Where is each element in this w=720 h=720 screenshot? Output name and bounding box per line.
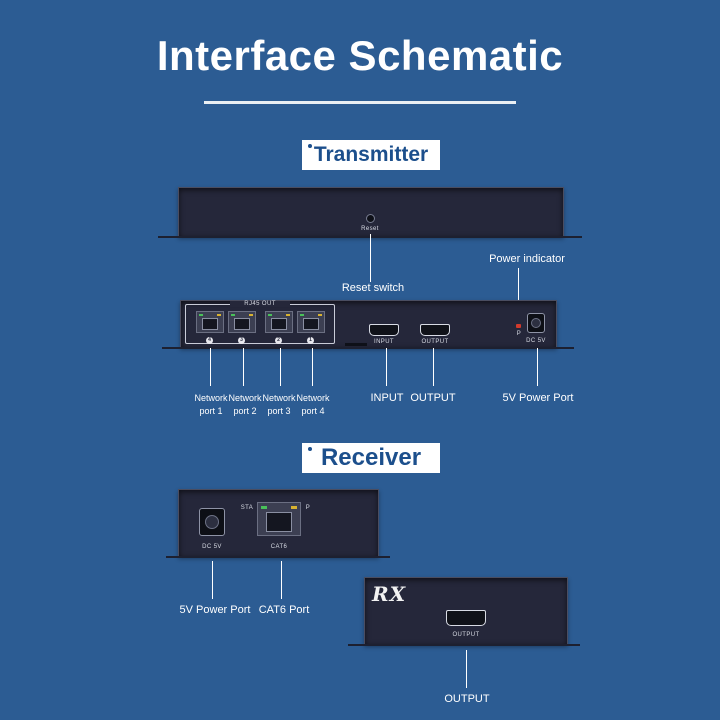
cat6-socket bbox=[266, 512, 292, 532]
rj45-jack bbox=[265, 311, 293, 333]
output-callout-line bbox=[433, 348, 434, 386]
port-number-badge: 1 bbox=[307, 337, 314, 344]
receiver-hdmi-output-label: OUTPUT bbox=[452, 632, 480, 638]
receiver-power-callout-line bbox=[212, 561, 213, 599]
receiver-power-port-callout: 5V Power Port bbox=[179, 604, 251, 616]
power-indicator-led bbox=[516, 324, 521, 328]
network-port-2-callout: Network port 2 bbox=[224, 392, 266, 418]
port-number-badge: 4 bbox=[206, 337, 213, 344]
dc-jack-pin bbox=[531, 318, 541, 328]
page-title: Interface Schematic bbox=[156, 32, 564, 79]
rj45-led-yellow bbox=[217, 314, 221, 316]
power-led-label: P bbox=[516, 331, 522, 337]
cat6-led-yellow bbox=[291, 506, 297, 509]
rj45-led-yellow bbox=[286, 314, 290, 316]
receiver-hdmi-output-port bbox=[446, 610, 486, 626]
sta-label: STA bbox=[240, 505, 254, 511]
rj45-led-green bbox=[268, 314, 272, 316]
transmitter-top-view bbox=[178, 187, 564, 237]
rx-logo: RX bbox=[372, 582, 407, 606]
port-number-badge: 2 bbox=[275, 337, 282, 344]
port2-callout-line bbox=[243, 348, 244, 386]
reset-callout-line bbox=[370, 234, 371, 282]
transmitter-badge-label: Transmitter bbox=[313, 143, 429, 166]
badge-dot bbox=[308, 447, 312, 451]
reset-button-hole bbox=[366, 214, 375, 223]
receiver-output-callout: OUTPUT bbox=[444, 693, 490, 705]
hdmi-input-port bbox=[369, 324, 399, 336]
p-label: P bbox=[305, 505, 311, 511]
transmitter-badge: Transmitter bbox=[302, 140, 440, 170]
receiver-front-shelf bbox=[166, 556, 390, 558]
cat6-led-green bbox=[261, 506, 267, 509]
input-callout-line bbox=[386, 348, 387, 386]
rj45-socket bbox=[303, 318, 319, 330]
dc-jack-pin bbox=[205, 515, 219, 529]
network-port-3-callout: Network port 3 bbox=[258, 392, 300, 418]
rj45-led-green bbox=[231, 314, 235, 316]
port4-callout-line bbox=[312, 348, 313, 386]
transmitter-front-shelf bbox=[162, 347, 574, 349]
network-port-4-callout: Network port 4 bbox=[292, 392, 334, 418]
panel-slot bbox=[345, 343, 367, 346]
power-indicator-callout: Power indicator bbox=[489, 253, 565, 265]
callout-line2: port 4 bbox=[301, 406, 325, 416]
power-port-callout-line bbox=[537, 348, 538, 386]
badge-dot bbox=[308, 144, 312, 148]
port3-callout-line bbox=[280, 348, 281, 386]
cat6-callout-line bbox=[281, 561, 282, 599]
dc-power-jack bbox=[527, 313, 545, 333]
rj45-socket bbox=[202, 318, 218, 330]
callout-line1: Network bbox=[262, 393, 296, 403]
callout-line1: Network bbox=[194, 393, 228, 403]
rj45-socket bbox=[234, 318, 250, 330]
rj45-out-label: RJ45 OUT bbox=[230, 301, 290, 307]
network-port-1-callout: Network port 1 bbox=[190, 392, 232, 418]
title-underline bbox=[204, 101, 516, 104]
transmitter-power-port-callout: 5V Power Port bbox=[502, 392, 574, 404]
receiver-dc-jack bbox=[199, 508, 225, 536]
receiver-badge: Receiver bbox=[302, 443, 440, 473]
rj45-led-yellow bbox=[318, 314, 322, 316]
port-number-badge: 3 bbox=[238, 337, 245, 344]
power-indicator-line bbox=[518, 268, 519, 324]
hdmi-output-port bbox=[420, 324, 450, 336]
rj45-jack bbox=[297, 311, 325, 333]
reset-label: Reset bbox=[361, 226, 379, 232]
rj45-led-yellow bbox=[249, 314, 253, 316]
reset-switch-callout: Reset switch bbox=[341, 282, 405, 294]
receiver-rear-shelf bbox=[348, 644, 580, 646]
rj45-socket bbox=[271, 318, 287, 330]
receiver-badge-label: Receiver bbox=[320, 444, 422, 471]
hdmi-output-label: OUTPUT bbox=[421, 339, 449, 345]
receiver-output-callout-line bbox=[466, 650, 467, 688]
output-callout: OUTPUT bbox=[410, 392, 456, 404]
rj45-jack bbox=[228, 311, 256, 333]
rj45-jack bbox=[196, 311, 224, 333]
cat6-port-callout: CAT6 Port bbox=[258, 604, 310, 616]
callout-line1: Network bbox=[228, 393, 262, 403]
cat6-label: CAT6 bbox=[270, 544, 288, 550]
receiver-dc-5v-label: DC 5V bbox=[202, 544, 222, 550]
input-callout: INPUT bbox=[370, 392, 404, 404]
callout-line2: port 1 bbox=[199, 406, 223, 416]
rj45-led-green bbox=[300, 314, 304, 316]
rj45-led-green bbox=[199, 314, 203, 316]
dc-5v-label: DC 5V bbox=[526, 338, 546, 344]
port1-callout-line bbox=[210, 348, 211, 386]
cat6-jack bbox=[257, 502, 301, 536]
callout-line2: port 3 bbox=[267, 406, 291, 416]
callout-line2: port 2 bbox=[233, 406, 257, 416]
hdmi-input-label: INPUT bbox=[374, 339, 394, 345]
callout-line1: Network bbox=[296, 393, 330, 403]
